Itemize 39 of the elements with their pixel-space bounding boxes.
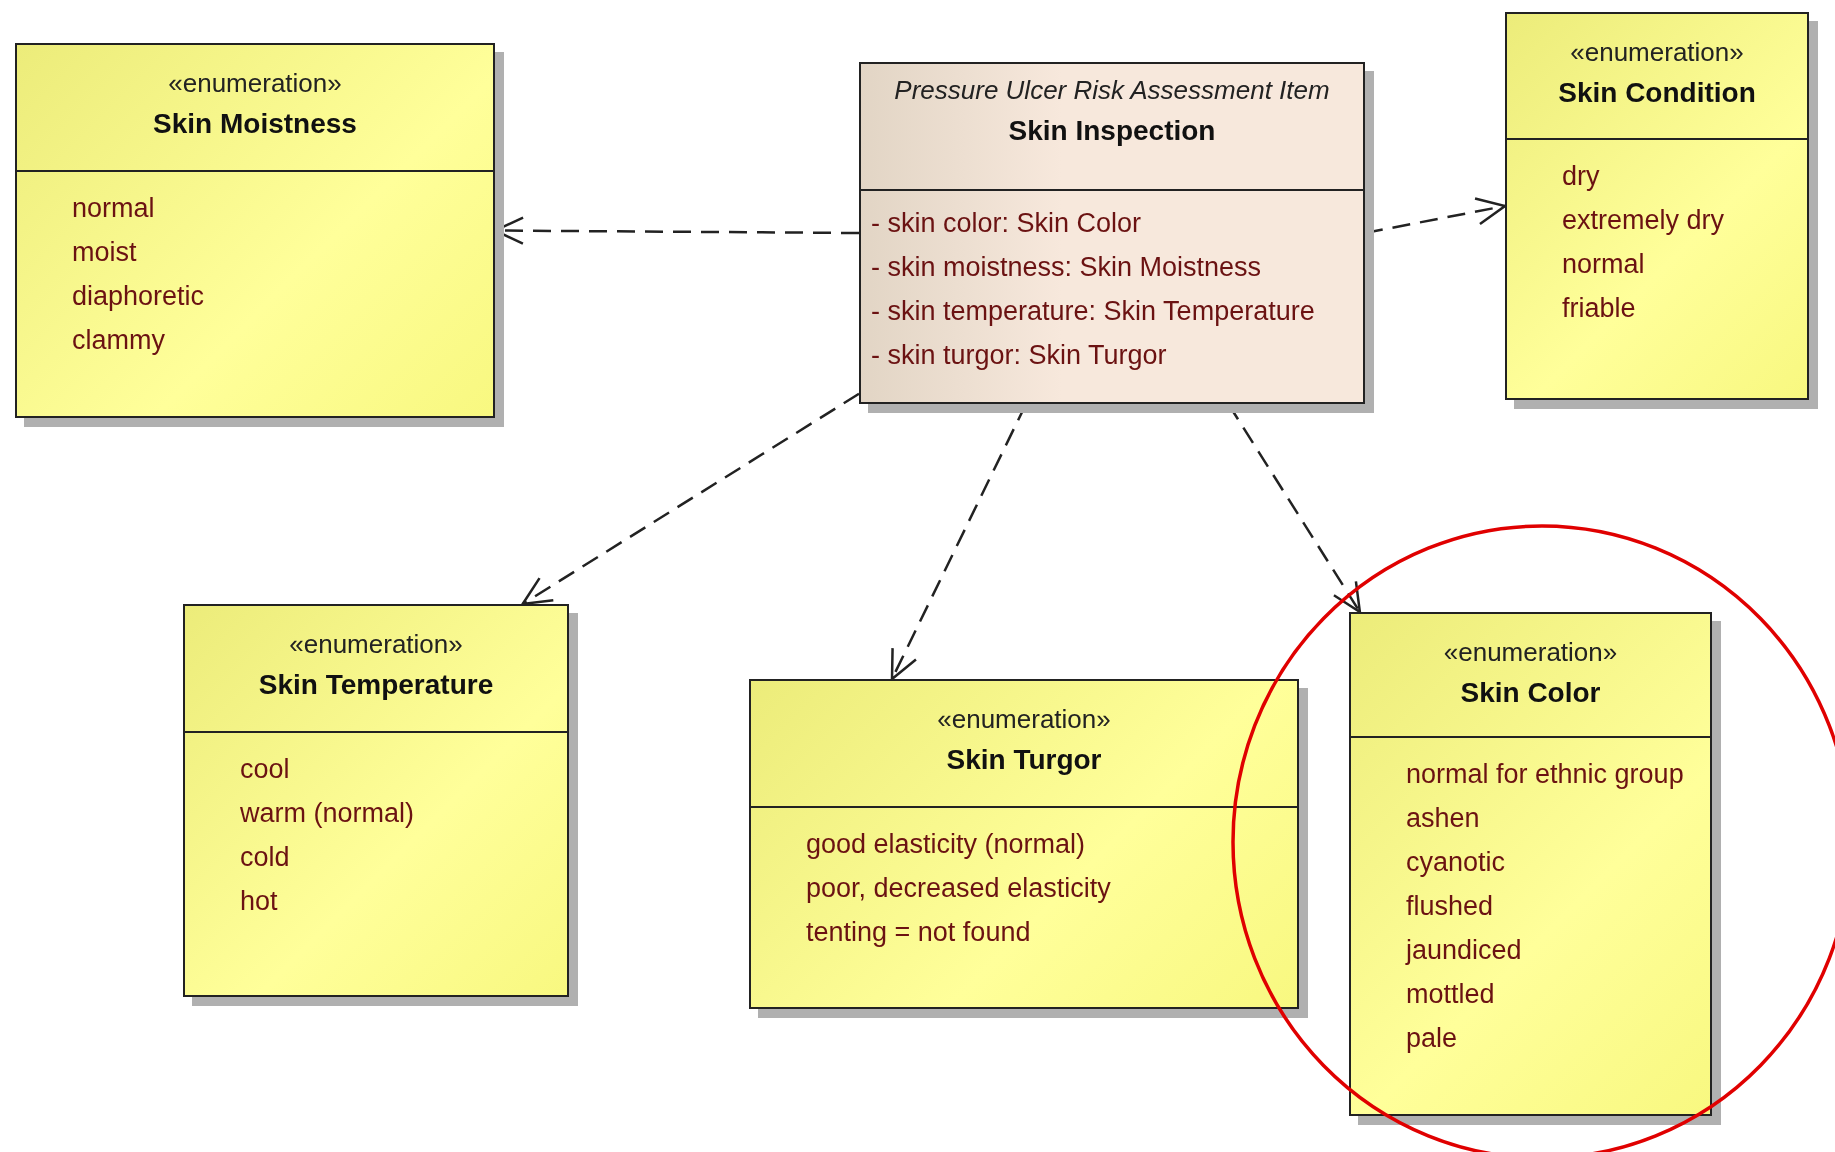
class-name: Skin Inspection [1008,114,1216,148]
enum-literal: clammy [72,324,165,357]
enum-literal: jaundiced [1406,934,1522,967]
stereotype-label: Pressure Ulcer Risk Assessment Item [894,74,1330,107]
stereotype-label: «enumeration» [1443,636,1618,669]
dependency-arrow [521,392,860,606]
class-name: Skin Color [1460,676,1601,710]
class-name: Skin Moistness [153,107,357,141]
enum-literal: diaphoretic [72,280,205,313]
enum-literal: friable [1562,292,1636,325]
enum-literal: warm (normal) [240,797,414,830]
stereotype-label: «enumeration» [937,703,1111,736]
enum-literal: flushed [1406,890,1494,923]
attribute-text: - skin moistness: Skin Moistness [871,251,1262,284]
attribute-text: - skin turgor: Skin Turgor [871,339,1167,372]
stereotype-label: «enumeration» [1570,36,1744,69]
enum-literal: tenting = not found [806,916,1031,949]
enum-literal: normal [72,192,155,225]
enum-literal: poor, decreased elasticity [806,872,1111,905]
enum-literal: normal for ethnic group [1406,758,1684,791]
stereotype-label: «enumeration» [289,628,463,661]
attribute-text: - skin temperature: Skin Temperature [871,295,1315,328]
stereotype-label: «enumeration» [168,67,342,100]
class-name: Skin Turgor [946,743,1102,777]
class-name: Skin Condition [1558,76,1756,110]
enum-literal: pale [1406,1022,1458,1055]
enum-literal: normal [1562,248,1645,281]
enum-literal: mottled [1406,978,1495,1011]
class-name: Skin Temperature [258,668,494,702]
enum-literal: ashen [1406,802,1480,835]
enum-literal: extremely dry [1562,204,1725,237]
enum-literal: cyanotic [1406,846,1506,879]
enum-literal: hot [240,885,278,918]
enum-literal: dry [1562,160,1600,193]
attribute-text: - skin color: Skin Color [871,207,1142,240]
enum-literal: cool [240,753,290,786]
enum-literal: cold [240,841,290,874]
enum-literal: moist [72,236,137,269]
enum-literal: good elasticity (normal) [806,828,1086,861]
